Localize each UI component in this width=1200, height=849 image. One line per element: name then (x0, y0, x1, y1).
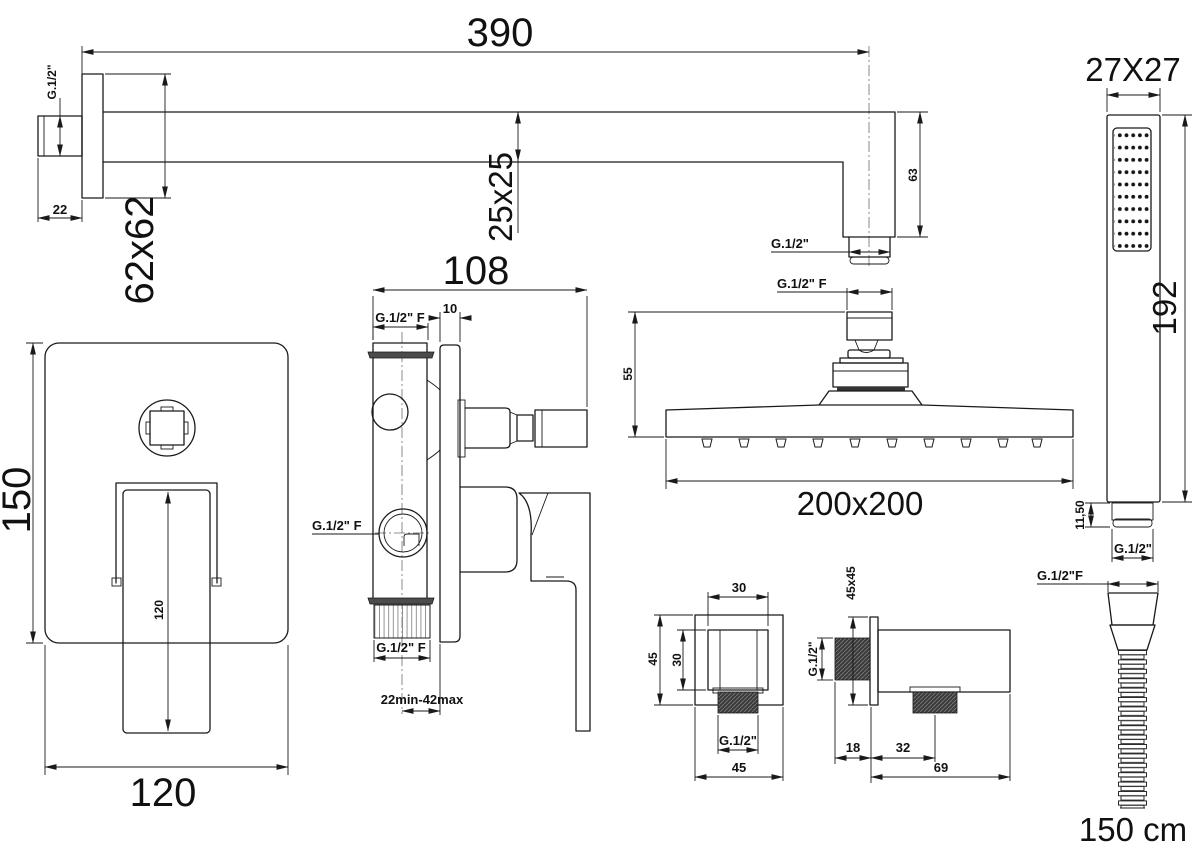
hand-shower-view: 27X27 192 11,50 G.1/2" (1073, 51, 1192, 562)
hose-corrugation (1118, 650, 1147, 808)
valve-side-port-outer (378, 508, 428, 558)
dim-arm-nipple-length: 22 (53, 202, 67, 217)
dim-valve-install-depth: 22min-42max (381, 692, 464, 707)
dim-outlet-front-thread: G.1/2" (719, 733, 757, 748)
outlet-side-inlet-thread (834, 637, 871, 681)
dim-plate-width: 120 (130, 771, 197, 815)
dim-outlet-front-width: 45 (732, 760, 746, 775)
diverter-knob-side (534, 409, 588, 448)
dim-outlet-side-face: 45x45 (844, 566, 858, 600)
arm-outline (102, 111, 896, 238)
dim-arm-drop-height: 63 (906, 168, 920, 182)
hose-view: G.1/2"F 150 cm (1037, 568, 1187, 848)
head-joint-base (832, 362, 909, 388)
cartridge-housing (459, 486, 518, 573)
dim-outlet-side-thread: G.1/2" (806, 641, 820, 676)
trim-plate (44, 342, 289, 644)
valve-upper-port (371, 393, 409, 431)
dim-hose-connector-thread: G.1/2"F (1037, 568, 1083, 583)
mixer-trim-view: 150 120 120 (0, 342, 289, 815)
dim-arm-outlet-thread: G.1/2" (771, 236, 809, 251)
diverter-stem (464, 407, 511, 449)
wall-outlet-side-view: 45x45 G.1/2" 18 32 69 (806, 566, 1011, 783)
valve-top-pipe (372, 342, 428, 354)
dim-outlet-front-inner-height: 30 (670, 653, 684, 667)
diverter-knob-square (149, 410, 185, 446)
dim-hose-length: 150 cm (1079, 811, 1187, 848)
dim-head-connector-height: 55 (621, 367, 635, 381)
dim-handshower-tip-thread: G.1/2" (1114, 541, 1152, 556)
valve-bottom-thread (373, 604, 431, 639)
dim-outlet-side-inlet-length: 18 (846, 740, 860, 755)
dim-handshower-length: 192 (1146, 280, 1183, 335)
outlet-side-body (877, 629, 1011, 693)
mixer-valve-side-view: 108 G.1/2" F 10 G.1/2" F G.1/2" F 22min-… (312, 249, 591, 732)
dim-valve-width: 108 (443, 249, 510, 293)
dim-arm-wall-thread: G.1/2" (45, 64, 59, 99)
handle-escutcheon (115, 482, 218, 584)
dim-outlet-side-outlet-offset: 32 (896, 740, 910, 755)
dim-outlet-front-inner-width: 30 (732, 580, 746, 595)
head-nozzle-row (701, 438, 1043, 448)
outlet-front-thread-stub (717, 691, 759, 714)
head-joint-skirt (818, 390, 923, 406)
dim-outlet-front-height: 45 (646, 652, 660, 666)
shower-arm-view: 390 G.1/2" 22 62x62 25x25 63 G.1/2" (37, 11, 928, 305)
dim-valve-side-port-thread: G.1/2" F (312, 518, 362, 533)
handshower-spray-nozzles (1114, 129, 1151, 251)
handshower-body (1106, 114, 1161, 503)
dim-head-size: 200x200 (797, 485, 924, 522)
valve-bottom-flange (367, 597, 435, 605)
handshower-spray-face (1112, 127, 1152, 252)
outlet-side-flange (869, 616, 879, 706)
diverter-knob (138, 399, 196, 457)
head-connector-nipple (846, 311, 893, 341)
dim-plate-handle-length: 120 (152, 600, 166, 620)
dim-arm-section: 25x25 (482, 152, 519, 242)
hose-connector-cone (1107, 592, 1159, 626)
dim-valve-plate-thickness: 10 (443, 301, 457, 316)
wall-outlet-front-view: 30 30 45 G.1/2" 45 (646, 580, 784, 781)
dim-valve-top-thread: G.1/2" F (375, 310, 425, 325)
dim-handshower-tip-length: 11,50 (1073, 500, 1087, 530)
valve-side-port-inner (383, 513, 423, 553)
dim-plate-height: 150 (0, 467, 39, 534)
dim-valve-bottom-thread: G.1/2" F (376, 640, 426, 655)
dim-handshower-face: 27X27 (1085, 51, 1180, 88)
hose-connector-collar (1109, 624, 1156, 651)
valve-top-flange (367, 351, 435, 359)
wall-plate-section (439, 344, 461, 643)
head-outline (665, 404, 1074, 438)
arm-outlet-nipple (848, 236, 891, 258)
outlet-front-nut (707, 629, 769, 691)
dim-outlet-side-total-length: 69 (934, 760, 948, 775)
handle-lever-side (518, 492, 591, 732)
shower-head-view: G.1/2" F 55 200x200 (621, 276, 1074, 522)
handle-lever-front (122, 489, 211, 734)
dim-arm-flange-size: 62x62 (118, 196, 162, 305)
handshower-tip (1111, 502, 1154, 521)
dim-arm-length: 390 (467, 11, 534, 55)
arm-wall-flange (81, 73, 104, 199)
dim-head-connector-thread: G.1/2" F (777, 276, 827, 291)
outlet-side-outlet-thread (912, 691, 958, 714)
